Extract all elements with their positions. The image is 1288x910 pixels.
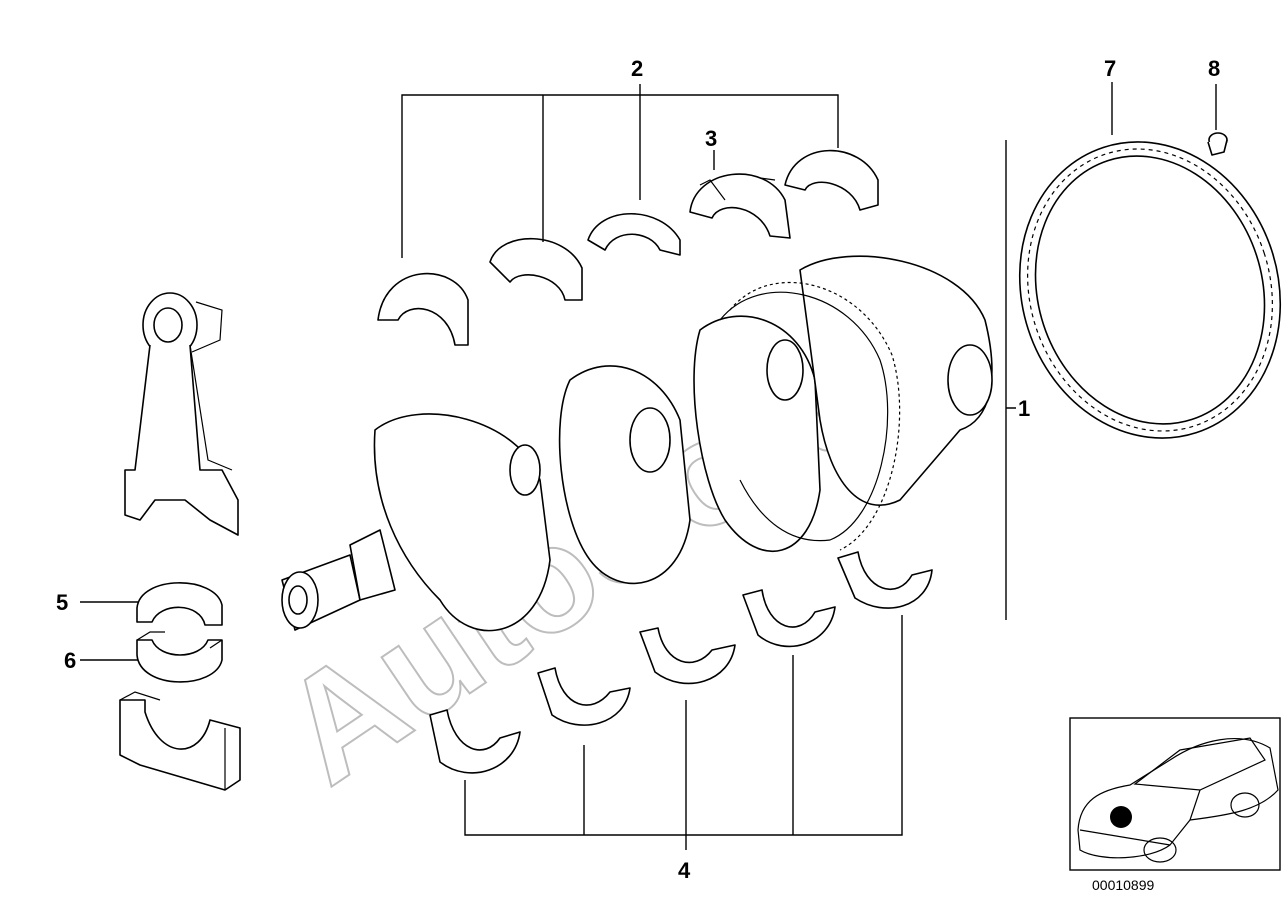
- callout-5: 5: [56, 590, 68, 615]
- thrust-bearing-shell-icon: [689, 173, 791, 239]
- callout-7: 7: [1104, 56, 1116, 81]
- conrod-bearing-lower-icon: [136, 631, 223, 683]
- crankshaft-icon: [281, 255, 993, 632]
- callout-3: 3: [705, 126, 717, 151]
- callout-1: 1: [1018, 396, 1030, 421]
- main-bearing-shell-lower-icon: [429, 551, 933, 774]
- connecting-rod-icon: [124, 292, 239, 536]
- main-bearing-shell-upper-icon: [377, 149, 879, 346]
- leader-lines: [80, 82, 1217, 850]
- conrod-bearing-upper-icon: [136, 582, 223, 626]
- conrod-cap-icon: [119, 691, 241, 791]
- callout-2: 2: [631, 56, 643, 81]
- callout-4: 4: [678, 858, 691, 883]
- reference-number: 00010899: [1092, 877, 1155, 893]
- screw-icon: [1207, 132, 1228, 156]
- increment-wheel-icon: [1018, 141, 1282, 439]
- callout-8: 8: [1208, 56, 1220, 81]
- location-marker: [1110, 806, 1132, 828]
- car-location-icon: [1069, 717, 1281, 871]
- callout-6: 6: [64, 648, 76, 673]
